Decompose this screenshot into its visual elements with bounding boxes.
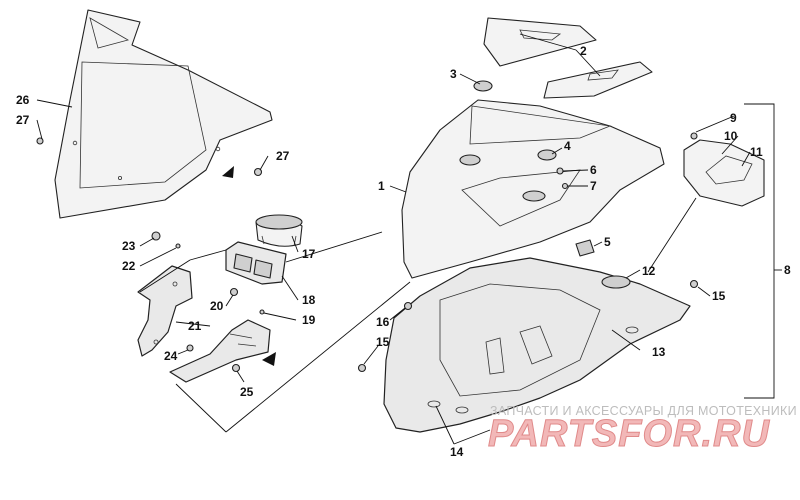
callout-25: 25 <box>240 385 254 399</box>
screw-15-left <box>357 363 367 373</box>
clip-5 <box>575 239 595 257</box>
callout-5: 5 <box>604 235 611 249</box>
side-access-panel <box>683 139 765 207</box>
callout-18: 18 <box>302 293 316 307</box>
callout-27-right: 27 <box>276 149 290 163</box>
callout-23: 23 <box>122 239 136 253</box>
callout-3: 3 <box>450 67 457 81</box>
callout-24: 24 <box>164 349 178 363</box>
callout-20: 20 <box>210 299 224 313</box>
screw-27-left <box>36 137 44 145</box>
vent-grille-upper <box>483 17 597 67</box>
callout-7: 7 <box>590 179 597 193</box>
screw-15-right <box>689 279 699 289</box>
vent-grille-lower <box>543 61 653 99</box>
callout-17: 17 <box>302 247 316 261</box>
screw-9 <box>690 132 698 140</box>
grommet-4 <box>537 149 557 161</box>
screw-27-right <box>253 167 263 177</box>
fastener-16 <box>403 301 413 311</box>
nut-19 <box>259 309 265 315</box>
callout-14: 14 <box>450 445 464 459</box>
watermark-tagline: ЗАПЧАСТИ И АКСЕССУАРЫ ДЛЯ МОТОТЕХНИКИ <box>490 404 797 418</box>
callout-4: 4 <box>564 139 571 153</box>
callout-11: 11 <box>750 145 763 159</box>
watermark-logo: PARTSFOR.RU <box>488 413 770 456</box>
callout-8: 8 <box>784 263 791 277</box>
callout-15-left: 15 <box>376 335 390 349</box>
leader-lines <box>36 33 782 445</box>
callout-9: 9 <box>730 111 737 125</box>
callout-6: 6 <box>590 163 597 177</box>
callout-21: 21 <box>188 319 202 333</box>
windshield <box>54 9 273 219</box>
callout-26: 26 <box>16 93 30 107</box>
lower-nose-pan <box>383 257 691 433</box>
callout-15-right: 15 <box>712 289 726 303</box>
callout-2: 2 <box>580 44 587 58</box>
callout-19: 19 <box>302 313 316 327</box>
washer-22 <box>175 243 181 249</box>
callout-27-left: 27 <box>16 113 30 127</box>
bolt-20 <box>229 287 239 297</box>
callout-16: 16 <box>376 315 390 329</box>
gauge-bracket <box>225 241 287 285</box>
mount-bracket-21 <box>137 265 271 383</box>
direction-arrow-2 <box>262 352 276 366</box>
fastener-7 <box>561 182 569 190</box>
callout-1: 1 <box>378 179 385 193</box>
grommet-12 <box>601 275 631 289</box>
fastener-6 <box>556 167 564 175</box>
upper-nose-cover <box>401 99 665 279</box>
callout-13: 13 <box>652 345 666 359</box>
screw-25 <box>231 363 241 373</box>
callout-12: 12 <box>642 264 656 278</box>
callout-10: 10 <box>724 129 738 143</box>
callout-22: 22 <box>122 259 136 273</box>
gauge-cluster <box>255 214 303 247</box>
direction-arrow <box>222 166 234 178</box>
screw-24 <box>186 344 194 352</box>
